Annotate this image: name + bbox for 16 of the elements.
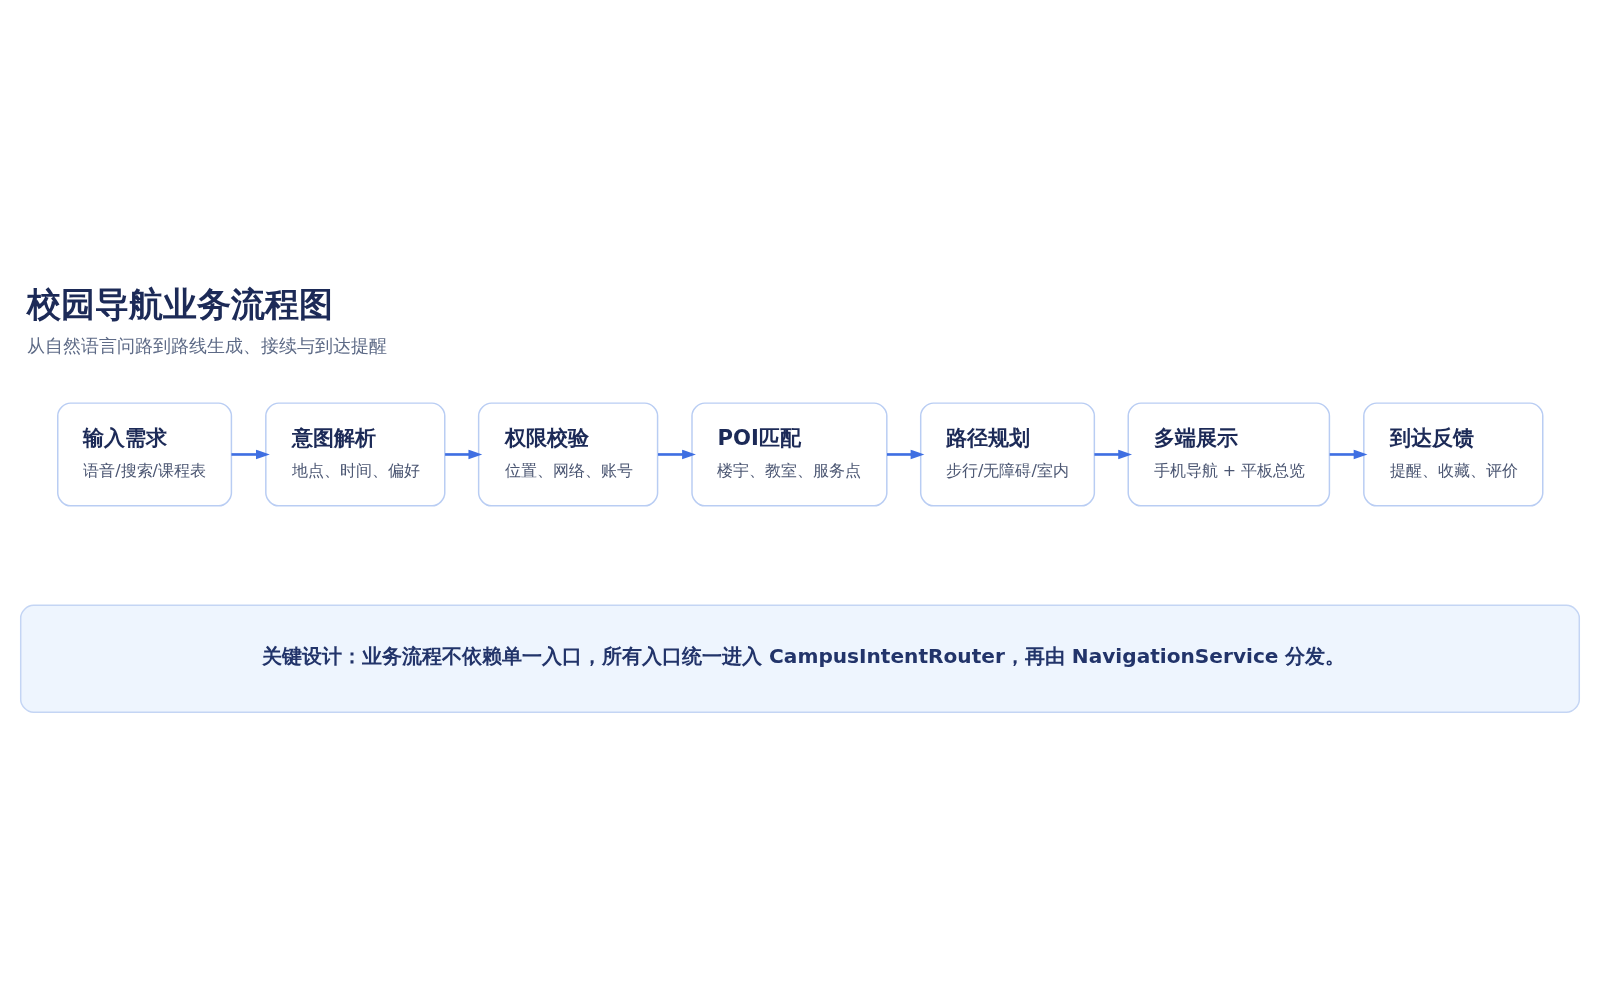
node-box: 关键设计：业务流程不依赖单一入口，所有入口统一进入 CampusIntentRouter，再由 NavigationService 分发。 xyxy=(19,604,1581,714)
arrow xyxy=(658,449,696,460)
arrow xyxy=(886,449,925,460)
arrow xyxy=(231,449,270,460)
arrow xyxy=(445,449,483,460)
arrow xyxy=(1094,449,1133,460)
diagram-title: 校园导航业务流程图 xyxy=(27,285,334,325)
node-box: 权限校验 位置、网络、账号 xyxy=(477,402,659,507)
arrow xyxy=(1329,449,1368,460)
node-box: 意图解析 地点、时间、偏好 xyxy=(265,402,446,507)
node-box: 多端展示 手机导航 + 平板总览 xyxy=(1127,402,1331,507)
caption: 从自然语言问路到路线生成、接续与到达提醒 xyxy=(27,335,388,357)
node-box: 输入需求 语音/搜索/课程表 xyxy=(57,402,233,507)
node-box: 到达反馈 提醒、收藏、评价 xyxy=(1363,402,1544,507)
node-box: 路径规划 步行/无障碍/室内 xyxy=(919,402,1096,507)
node-box: POI匹配 楼宇、教室、服务点 xyxy=(691,402,888,507)
